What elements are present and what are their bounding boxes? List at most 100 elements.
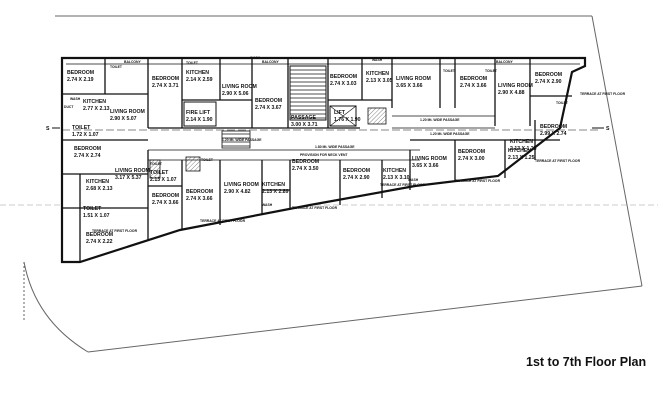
room-bal-a: BALCONY — [124, 60, 142, 64]
passage-note-mid: 1.80 Mt. WIDE PASSAGE — [315, 145, 355, 149]
room-name-lift: LIFT — [334, 110, 346, 116]
room-name-firelift: FIRE LIFT — [186, 110, 211, 116]
room-dim-liv-b2: 2.90 X 4.82 — [224, 189, 251, 195]
room-dim-bed-a3: 2.74 X 2.22 — [86, 239, 113, 245]
floor-plan-caption: 1st to 7th Floor Plan — [526, 355, 647, 369]
room-name-bal-b1: BALCONY — [262, 60, 280, 64]
room-dim-kit-d2: 2.13 X 1.25 — [508, 155, 535, 161]
room-name-wash-c2: WASH — [408, 178, 419, 182]
room-bal-d: BALCONY — [496, 60, 514, 64]
svg-text:S: S — [606, 126, 610, 132]
passage-note-upper: 1.20 Mt. WIDE PASSAGE — [222, 138, 262, 142]
section-marker-right: S — [592, 126, 610, 132]
room-dim-toi-a3: 1.51 X 1.07 — [83, 213, 110, 219]
lift-shaft — [329, 105, 357, 127]
room-name-toi-b1: TOILET — [186, 61, 199, 65]
room-toi-b2: TOILET — [150, 162, 163, 166]
room-dim-liv-c2: 3.65 X 3.66 — [412, 163, 439, 169]
terrace-note-5: TERRACE AT FIRST FLOOR — [455, 179, 501, 183]
room-name-liv-d1: LIVING ROOM — [498, 83, 533, 89]
room-dim-toi-a2: 1.72 X 1.07 — [72, 132, 99, 138]
interior-walls — [62, 58, 600, 262]
room-dim-bed-c2: 2.74 X 3.50 — [292, 166, 319, 172]
room-toi-a1: TOILET — [110, 65, 123, 69]
room-name-liv-a2: LIVING ROOM — [115, 168, 150, 174]
room-name-liv-c2: LIVING ROOM — [412, 156, 447, 162]
room-name-liv-b1: LIVING ROOM — [222, 84, 257, 90]
room-dim-lift: 1.76 X 1.90 — [334, 117, 361, 123]
room-dim-liv-a1: 2.90 X 5.07 — [110, 116, 137, 122]
room-name-wash-c1: WASH — [372, 58, 383, 62]
room-dim-bed-a2: 2.74 X 2.74 — [74, 153, 101, 159]
room-dim-kit-d1: 2.13 X 1.25 — [510, 146, 537, 152]
terrace-note-1: TERRACE AT FIRST FLOOR — [92, 229, 138, 233]
room-name-kit-a1: KITCHEN — [83, 99, 106, 105]
room-name-kit-d2: KITCHEN — [508, 148, 531, 154]
room-name-bal-a: BALCONY — [124, 60, 142, 64]
room-dim-bed-d2: 2.74 X 2.90 — [535, 79, 562, 85]
room-name-bed-b4: BEDROOM — [186, 189, 213, 195]
staircase — [289, 65, 327, 121]
room-name-toi-d1: TOILET — [556, 101, 569, 105]
passage-note-right: 1.20 Mt. WIDE PASSAGE — [420, 118, 460, 122]
room-dim-firelift: 2.14 X 1.90 — [186, 117, 213, 123]
room-dim-bed-c3: 2.74 X 2.90 — [343, 175, 370, 181]
room-name-bed-b2: BEDROOM — [255, 98, 282, 104]
room-name-wash-b2: WASH — [262, 203, 273, 207]
room-name-passage-c: PASSAGE — [291, 115, 317, 121]
room-name-wash-a: WASH — [70, 97, 81, 101]
room-dim-bed-b1: 2.74 X 3.71 — [152, 83, 179, 89]
room-wash-b2: WASH — [262, 203, 273, 207]
room-name-bed-d1: BEDROOM — [460, 76, 487, 82]
room-name-toi-c1: TOILET — [443, 69, 456, 73]
room-name-liv-b2: LIVING ROOM — [224, 182, 259, 188]
room-dim-bed-c1: 2.74 X 3.03 — [330, 81, 357, 87]
room-dim-bed-b2: 2.74 X 3.67 — [255, 105, 282, 111]
room-name-kit-c2: KITCHEN — [383, 168, 406, 174]
room-name-bed-b1: BEDROOM — [152, 76, 179, 82]
room-name-liv-c1: LIVING ROOM — [396, 76, 431, 82]
room-name-bed-c1: BEDROOM — [330, 74, 357, 80]
terrace-note-7: TERRACE AT FIRST FLOOR — [580, 92, 626, 96]
room-name-bed-d3: BEDROOM — [540, 124, 567, 130]
room-name-bed-a3: BEDROOM — [86, 232, 113, 238]
room-dim-bed-d4: 2.74 X 3.00 — [458, 156, 485, 162]
fire-lift-shaft — [183, 101, 217, 127]
room-dim-bed-b3: 2.74 X 3.66 — [152, 200, 179, 206]
room-name-bal-d: BALCONY — [496, 60, 514, 64]
room-name-bed-d4: BEDROOM — [458, 149, 485, 155]
staircase-lower — [221, 130, 251, 149]
room-name-bed-d2: BEDROOM — [535, 72, 562, 78]
room-name-toi-b2: TOILET — [150, 162, 163, 166]
terrace-note-4: TERRACE AT FIRST FLOOR — [380, 183, 426, 187]
room-wash-c1: WASH — [372, 58, 383, 62]
room-name-kit-d1: KITCHEN — [510, 139, 533, 145]
room-name-toi-b3: TOILET — [150, 170, 169, 176]
passage-note-lower: 1.20 Mt. WIDE PASSAGE — [430, 132, 470, 136]
room-bal-b1: BALCONY — [262, 60, 280, 64]
room-toi-b4: TOILET — [201, 158, 214, 162]
room-toi-c1: TOILET — [443, 69, 456, 73]
room-dim-kit-b1: 2.14 X 2.59 — [186, 77, 213, 83]
room-dim-liv-c1: 3.65 X 3.66 — [396, 83, 423, 89]
room-toi-d1: TOILET — [556, 101, 569, 105]
